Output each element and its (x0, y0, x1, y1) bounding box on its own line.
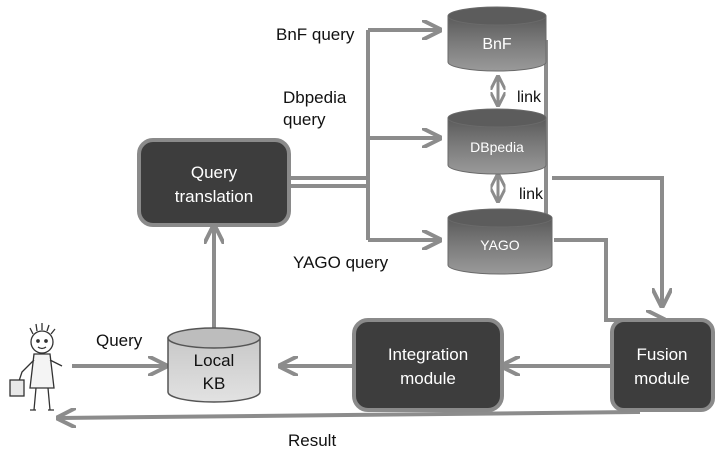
dbpedia-query-label-1: Dbpedia (283, 88, 347, 107)
integration-module: Integration module (352, 318, 504, 412)
dbpedia-query-label-2: query (283, 110, 326, 129)
local-kb-label-2: KB (203, 374, 226, 393)
labels: BnF query Dbpedia query YAGO query link … (96, 25, 544, 450)
user-query-label: Query (96, 331, 143, 350)
local-kb-label-1: Local (194, 351, 235, 370)
yago-label: YAGO (480, 237, 520, 253)
result-arrow (60, 412, 641, 418)
local-kb-cylinder: Local KB (167, 327, 261, 403)
bnf-query-label: BnF query (276, 25, 355, 44)
dbpedia-label: DBpedia (470, 139, 524, 155)
dbpedia-cylinder: DBpedia (447, 108, 547, 175)
bnf-label: BnF (482, 36, 512, 53)
query-translation-label-1: Query (191, 163, 238, 182)
link-label-top: link (517, 89, 542, 106)
dbpedia-to-fusion-line (552, 176, 662, 304)
connector-lines (60, 30, 662, 418)
yago-cylinder: YAGO (447, 208, 553, 275)
yago-to-fusion-line (554, 238, 662, 320)
query-translation-label-2: translation (175, 187, 253, 206)
bnf-cylinder: BnF (447, 6, 547, 72)
yago-query-label: YAGO query (293, 253, 389, 272)
query-translation-module: Query translation (137, 138, 291, 227)
integration-label-2: module (400, 369, 456, 388)
fusion-module: Fusion module (610, 318, 715, 412)
user-figure (9, 323, 63, 411)
link-label-bottom: link (519, 186, 544, 203)
fusion-label-2: module (634, 369, 690, 388)
result-label: Result (288, 431, 336, 450)
fusion-label-1: Fusion (636, 345, 687, 364)
integration-label-1: Integration (388, 345, 468, 364)
